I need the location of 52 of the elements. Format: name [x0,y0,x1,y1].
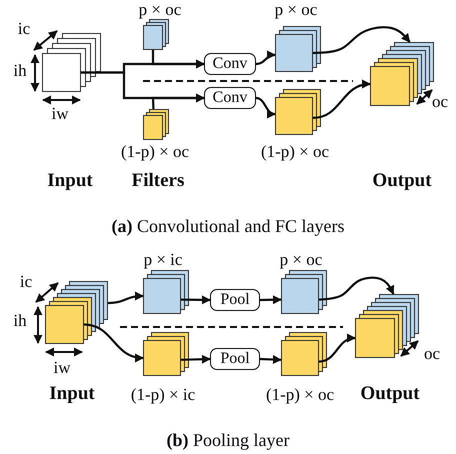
size-label: p × ic [144,250,182,270]
feature-map-stack [143,270,189,314]
feature-map-stack [143,19,169,50]
size-label: (1-p) × oc [120,142,190,162]
size-label: p × oc [280,250,322,270]
size-label: (1-p) × oc [260,142,330,162]
feature-map-stack [275,89,321,135]
arrow [108,292,144,304]
arrow [312,80,371,119]
layer-name: Output [372,170,432,192]
layer-name: Output [360,383,420,405]
operation-box: Pool [210,289,260,311]
dimension-label: ic [18,19,30,39]
dimension-label: ih [13,311,27,331]
arrow [256,96,276,118]
arrow [180,295,211,304]
feature-map-stack [281,332,327,376]
dimension-label: oc [424,344,440,364]
feature-map-stack [275,26,321,72]
operation-box: Conv [204,87,256,109]
dimension-label: iw [54,358,70,378]
feature-map-stack [370,42,434,106]
caption: (b) Pooling layer [166,430,290,450]
layer-name: Input [47,170,93,192]
feature-map-stack [281,270,327,314]
layer-name: Input [49,383,95,405]
feature-map-stack [42,33,101,92]
feature-map-stack [45,281,108,344]
arrow [180,354,211,364]
arrow [152,50,205,68]
operation-box: Conv [204,53,256,75]
size-label: p × oc [138,0,182,20]
size-label: (1-p) × ic [130,385,196,405]
size-label: p × oc [274,0,318,20]
arrow [318,276,394,301]
operation-box: Pool [210,348,260,370]
arrow [312,26,411,54]
arrow [260,355,282,364]
arrow [256,51,276,66]
arrow [260,295,282,304]
dimension-label: oc [432,92,448,112]
feature-map-stack [355,294,419,358]
layer-name: Filters [132,170,184,192]
dimension-label: iw [52,104,68,124]
caption: (a) Convolutional and FC layers [112,216,344,236]
dimension-label: ic [20,272,32,292]
arrow [152,94,205,110]
feature-map-stack [143,332,189,376]
dimension-label: ih [13,61,27,81]
arrow [84,323,144,362]
size-label: (1-p) × oc [266,385,334,405]
feature-map-stack [143,109,169,140]
